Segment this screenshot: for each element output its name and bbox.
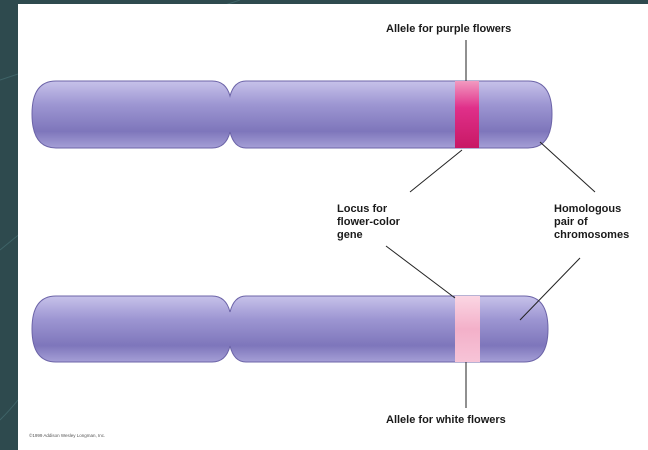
leader-locus-bottom	[386, 246, 455, 298]
leader-homologous-bottom	[520, 258, 580, 320]
leader-homologous-top	[540, 142, 595, 192]
leader-locus-top	[410, 150, 462, 192]
label-purple-allele: Allele for purple flowers	[386, 23, 511, 36]
purple-allele-band	[455, 81, 479, 148]
white-allele-band	[455, 296, 480, 362]
label-locus: Locus for flower-color gene	[337, 203, 400, 242]
label-white-allele: Allele for white flowers	[386, 414, 506, 427]
label-homologous-pair: Homologous pair of chromosomes	[554, 203, 629, 242]
copyright-text: ©1999 Addison Wesley Longman, Inc.	[29, 433, 105, 438]
